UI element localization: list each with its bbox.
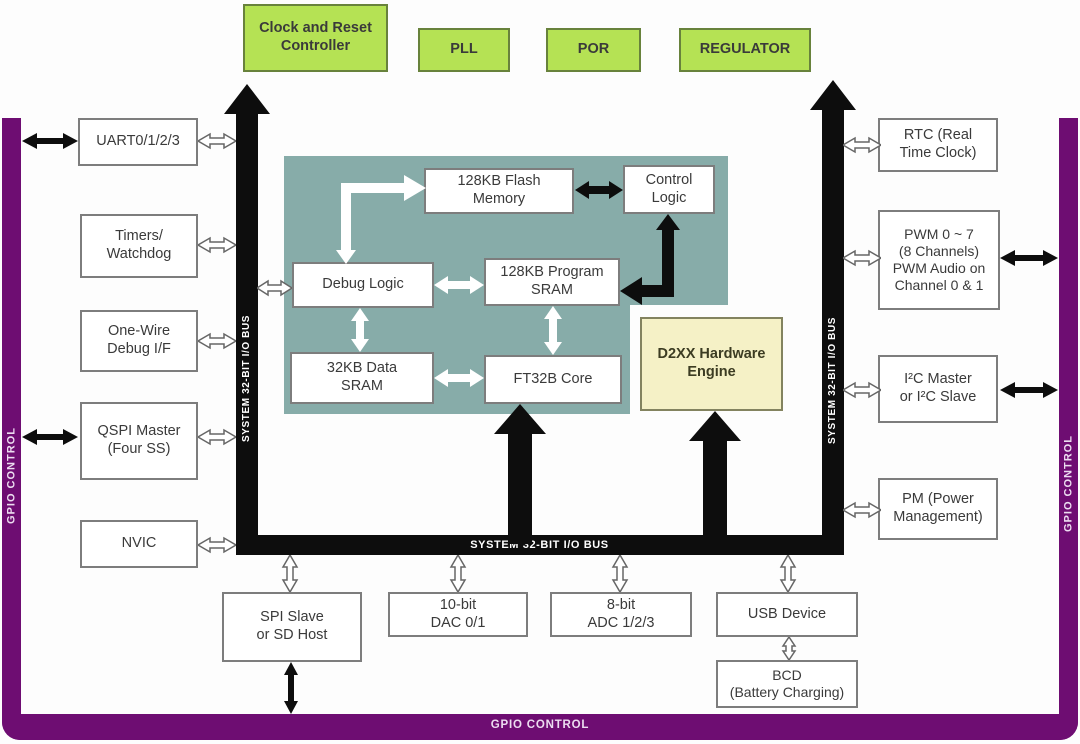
block-pwm: PWM 0 ~ 7 (8 Channels) PWM Audio on Chan… xyxy=(878,210,1000,310)
arrow-onewire-bus xyxy=(198,332,236,350)
system-bus-left xyxy=(224,84,270,555)
system-bus-left-label: SYSTEM 32-BIT I/O BUS xyxy=(241,314,252,442)
arrow-bus-rtc xyxy=(843,136,881,154)
block-bcd: BCD (Battery Charging) xyxy=(716,660,858,708)
arrow-bus-usb xyxy=(779,555,797,592)
arrow-nvic-bus xyxy=(198,536,236,554)
arrow-bus-pm xyxy=(843,501,881,519)
block-pll: PLL xyxy=(418,28,510,72)
gpio-control-bottom-label: GPIO CONTROL xyxy=(490,719,590,731)
block-debug-logic: Debug Logic xyxy=(292,262,434,308)
block-pm: PM (Power Management) xyxy=(878,478,998,540)
block-one-wire-debug: One-Wire Debug I/F xyxy=(80,310,198,372)
arrow-psram-ft32b xyxy=(544,306,562,355)
block-usb-device: USB Device xyxy=(716,592,858,637)
arrow-debug-psram xyxy=(434,276,484,294)
block-control-logic: Control Logic xyxy=(623,165,715,214)
arrow-uart-bus xyxy=(198,132,236,150)
arrow-gpio-uart xyxy=(22,133,78,149)
block-flash-memory: 128KB Flash Memory xyxy=(424,168,574,214)
gpio-frame xyxy=(2,118,1078,740)
block-timers-watchdog: Timers/ Watchdog xyxy=(80,214,198,278)
block-nvic: NVIC xyxy=(80,520,198,568)
block-uart: UART0/1/2/3 xyxy=(78,118,198,166)
block-spi-slave: SPI Slave or SD Host xyxy=(222,592,362,662)
block-dac: 10-bit DAC 0/1 xyxy=(388,592,528,637)
block-regulator: REGULATOR xyxy=(679,28,811,72)
system-bus-horizontal-label: SYSTEM 32-BIT I/O BUS xyxy=(470,539,609,551)
arrow-bus-spi xyxy=(281,555,299,592)
system-bus-right xyxy=(810,80,856,555)
arrow-bus-i2c xyxy=(843,381,881,399)
block-por: POR xyxy=(546,28,641,72)
system-bus-horizontal: SYSTEM 32-BIT I/O BUS xyxy=(236,535,843,555)
arrow-debug-dsram xyxy=(351,308,369,352)
gpio-control-right-label: GPIO CONTROL xyxy=(1062,435,1075,533)
gpio-control-left-label: GPIO CONTROL xyxy=(5,427,18,525)
arrow-gpio-qspi xyxy=(22,429,78,445)
arrow-dsram-ft32b xyxy=(434,369,484,387)
arrow-usb-bcd xyxy=(781,637,797,660)
arrow-spi-gpio xyxy=(284,662,298,714)
block-qspi-master: QSPI Master (Four SS) xyxy=(80,402,198,480)
block-ft32b-core: FT32B Core xyxy=(484,355,622,404)
block-rtc: RTC (Real Time Clock) xyxy=(878,118,998,172)
block-clock-reset-controller: Clock and Reset Controller xyxy=(243,4,388,72)
arrow-bus-ft32b xyxy=(494,404,546,544)
block-adc: 8-bit ADC 1/2/3 xyxy=(550,592,692,637)
arrow-control-psram-elbow xyxy=(620,214,680,305)
arrow-debug-flash-elbow xyxy=(336,175,426,264)
arrow-bus-dac xyxy=(449,555,467,592)
system-bus-right-label: SYSTEM 32-BIT I/O BUS xyxy=(827,316,838,444)
arrow-bus-d2xx xyxy=(689,411,741,544)
arrow-bus-pwm xyxy=(843,249,881,267)
arrow-pwm-gpio xyxy=(1000,250,1058,266)
arrow-qspi-bus xyxy=(198,428,236,446)
block-d2xx-engine: D2XX Hardware Engine xyxy=(640,317,783,411)
block-program-sram: 128KB Program SRAM xyxy=(484,258,620,306)
arrow-timers-bus xyxy=(198,236,236,254)
arrow-flash-control xyxy=(575,181,623,199)
arrow-bus-debug-logic xyxy=(257,279,292,297)
block-data-sram: 32KB Data SRAM xyxy=(290,352,434,404)
arrow-bus-adc xyxy=(611,555,629,592)
arrow-i2c-gpio xyxy=(1000,382,1058,398)
block-i2c: I²C Master or I²C Slave xyxy=(878,355,998,423)
